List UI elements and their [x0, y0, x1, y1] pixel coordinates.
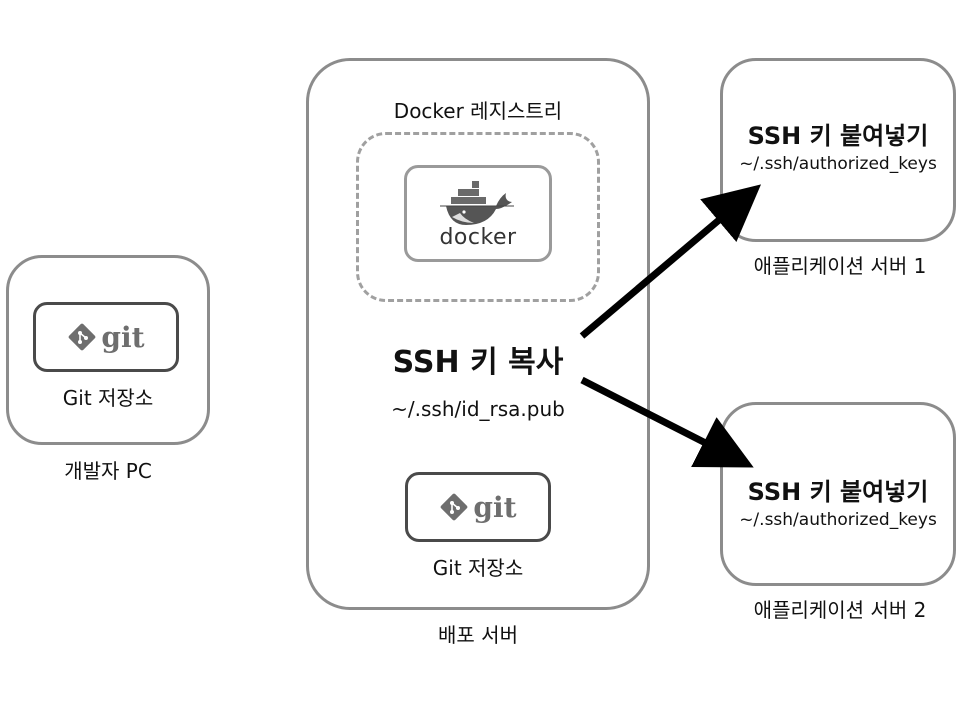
docker-logo-box: docker — [404, 165, 552, 262]
git-logo-text: git — [473, 490, 517, 524]
git-logo-text: git — [101, 320, 145, 354]
app-server-1-label: 애플리케이션 서버 1 — [753, 254, 927, 278]
git-icon — [69, 323, 96, 351]
app-server-1-action-title: SSH 키 붙여넣기 — [747, 122, 929, 150]
git-logo: git — [67, 320, 145, 354]
ssh-copy-path: ~/.ssh/id_rsa.pub — [391, 397, 565, 421]
app-server-2-action-title: SSH 키 붙여넣기 — [747, 478, 929, 506]
deploy-server-label: 배포 서버 — [438, 623, 518, 647]
docker-registry-box — [356, 132, 600, 302]
app-server-2-action-path: ~/.ssh/authorized_keys — [739, 510, 937, 530]
git-logo: git — [439, 490, 517, 524]
docker-logo: docker — [438, 179, 518, 249]
dev-pc-repo-label: Git 저장소 — [62, 386, 154, 410]
app-server-2-box — [720, 402, 956, 586]
dev-pc-git-logo-box: git — [33, 302, 179, 372]
app-server-2-label: 애플리케이션 서버 2 — [753, 598, 927, 622]
docker-logo-text: docker — [439, 224, 517, 250]
arrow-to-app-server-2 — [580, 376, 754, 468]
arrow-to-app-server-1 — [579, 184, 762, 339]
deploy-git-logo-box: git — [405, 472, 551, 542]
app-server-1-action-path: ~/.ssh/authorized_keys — [739, 154, 937, 174]
dev-pc-label: 개발자 PC — [64, 459, 152, 483]
docker-registry-label: Docker 레지스트리 — [393, 99, 563, 123]
ssh-copy-title: SSH 키 복사 — [392, 345, 564, 380]
docker-whale-icon — [440, 180, 514, 225]
git-icon — [441, 493, 468, 521]
deploy-repo-label: Git 저장소 — [432, 556, 524, 580]
